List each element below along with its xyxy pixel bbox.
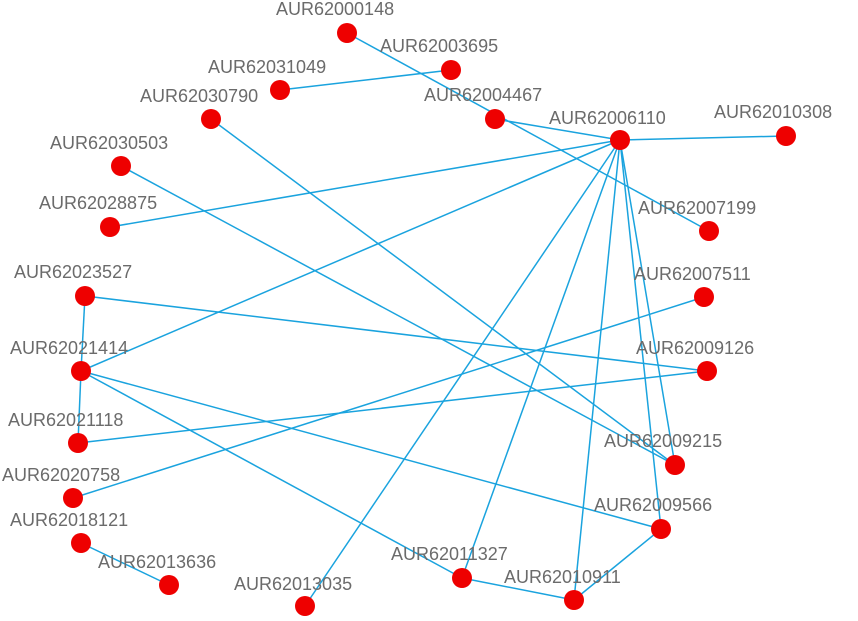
edge-AUR62011327-AUR62010911 [461,577,575,601]
node-label-AUR62023527: AUR62023527 [14,262,132,282]
node-label-AUR62010911: AUR62010911 [504,567,621,587]
edge-AUR62021414-AUR62009566 [80,370,662,530]
edge-AUR62004467-AUR62006110 [494,118,621,141]
node-AUR62013636 [159,575,179,595]
node-label-AUR62021118: AUR62021118 [8,410,123,430]
edge-AUR62030790-AUR62009215 [210,118,676,466]
node-AUR62004467 [485,109,505,129]
node-AUR62011327 [452,568,472,588]
node-AUR62028875 [100,217,120,237]
node-label-AUR62009215: AUR62009215 [604,431,722,451]
edge-AUR62000148-AUR62007199 [346,32,710,232]
node-AUR62030790 [201,109,221,129]
node-AUR62021118 [68,433,88,453]
node-AUR62021414 [71,361,91,381]
edge-AUR62006110-AUR62011327 [461,139,621,579]
edge-AUR62021118-AUR62009126 [77,370,708,444]
node-AUR62020758 [63,488,83,508]
edge-AUR62006110-AUR62010308 [619,135,787,141]
edge-AUR62006110-AUR62010911 [573,139,621,601]
node-label-AUR62013035: AUR62013035 [234,574,352,594]
node-AUR62000148 [337,23,357,43]
node-label-AUR62007199: AUR62007199 [638,198,756,218]
node-AUR62018121 [71,533,91,553]
edge-AUR62006110-AUR62021414 [80,139,621,372]
edge-AUR62006110-AUR62013035 [304,139,621,607]
node-label-AUR62009126: AUR62009126 [636,338,754,358]
node-AUR62031049 [270,80,290,100]
node-AUR62007511 [694,287,714,307]
edge-AUR62006110-AUR62009215 [619,139,676,466]
node-label-AUR62030503: AUR62030503 [50,133,168,153]
node-label-AUR62003695: AUR62003695 [380,36,498,56]
node-AUR62009126 [697,361,717,381]
node-label-AUR62028875: AUR62028875 [39,193,157,213]
node-label-AUR62000148: AUR62000148 [276,0,394,19]
edge-AUR62018121-AUR62013636 [80,542,170,586]
nodes-layer [63,23,796,616]
edge-AUR62010911-AUR62009566 [573,528,662,601]
node-AUR62006110 [610,130,630,150]
node-label-AUR62018121: AUR62018121 [10,510,128,530]
edge-AUR62021414-AUR62011327 [80,370,463,579]
node-AUR62009566 [651,519,671,539]
node-label-AUR62011327: AUR62011327 [391,544,508,564]
edges-layer [72,32,787,607]
node-label-AUR62004467: AUR62004467 [424,85,542,105]
labels-layer: AUR62000148AUR62003695AUR62031049AUR6203… [2,0,832,594]
node-AUR62003695 [441,60,461,80]
edge-AUR62031049-AUR62003695 [279,69,452,91]
node-label-AUR62010308: AUR62010308 [714,102,832,122]
node-AUR62013035 [295,596,315,616]
node-AUR62030503 [111,156,131,176]
edge-AUR62023527-AUR62021414 [80,295,86,372]
node-label-AUR62009566: AUR62009566 [594,495,712,515]
node-label-AUR62030790: AUR62030790 [140,86,258,106]
node-AUR62007199 [699,221,719,241]
edge-AUR62006110-AUR62028875 [109,139,621,228]
node-label-AUR62020758: AUR62020758 [2,465,120,485]
node-AUR62010911 [564,590,584,610]
node-label-AUR62007511: AUR62007511 [634,264,751,284]
edge-AUR62006110-AUR62009566 [619,139,662,530]
edge-AUR62021414-AUR62021118 [77,370,82,444]
edge-AUR62020758-AUR62007511 [72,296,705,499]
edge-AUR62030503-AUR62009215 [120,165,676,466]
node-label-AUR62021414: AUR62021414 [10,338,128,358]
edge-AUR62023527-AUR62009126 [84,295,708,372]
node-AUR62010308 [776,126,796,146]
node-label-AUR62006110: AUR62006110 [549,108,666,128]
node-label-AUR62013636: AUR62013636 [98,552,216,572]
node-AUR62023527 [75,286,95,306]
node-label-AUR62031049: AUR62031049 [208,57,326,77]
node-AUR62009215 [665,455,685,475]
